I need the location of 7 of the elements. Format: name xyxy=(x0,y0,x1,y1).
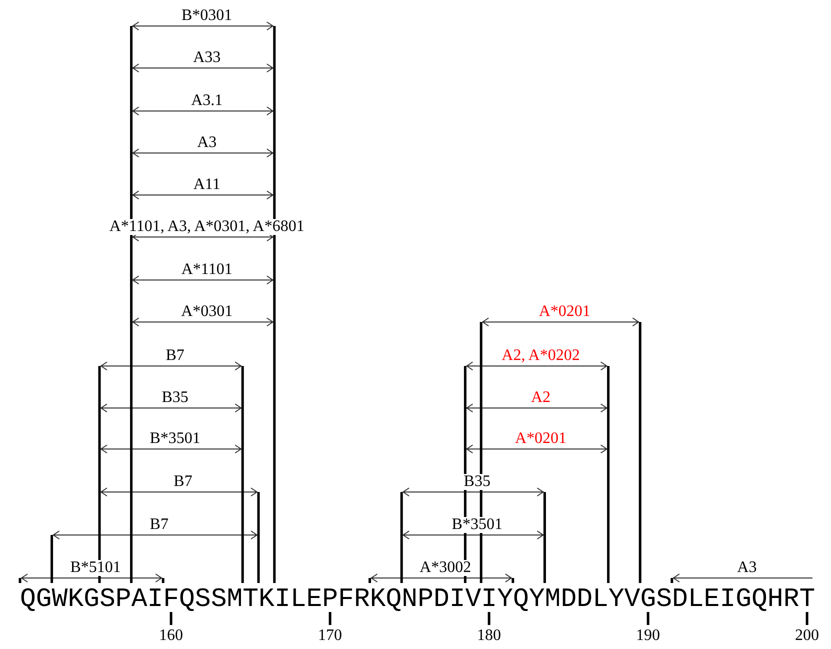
protein-sequence: QGWKGSPAIFQSSMTKILEPFRKQNPDIVIYQYMDDLYVGSDLEIGQHRT xyxy=(20,586,816,612)
allele-label: A*1101, A3, A*0301, A*6801 xyxy=(108,219,306,235)
allele-label: A2, A*0202 xyxy=(500,348,581,364)
allele-label: B*5101 xyxy=(69,560,122,576)
allele-label: B35 xyxy=(462,474,492,490)
allele-label: A*3002 xyxy=(418,560,472,576)
allele-label: B*3501 xyxy=(450,517,504,533)
